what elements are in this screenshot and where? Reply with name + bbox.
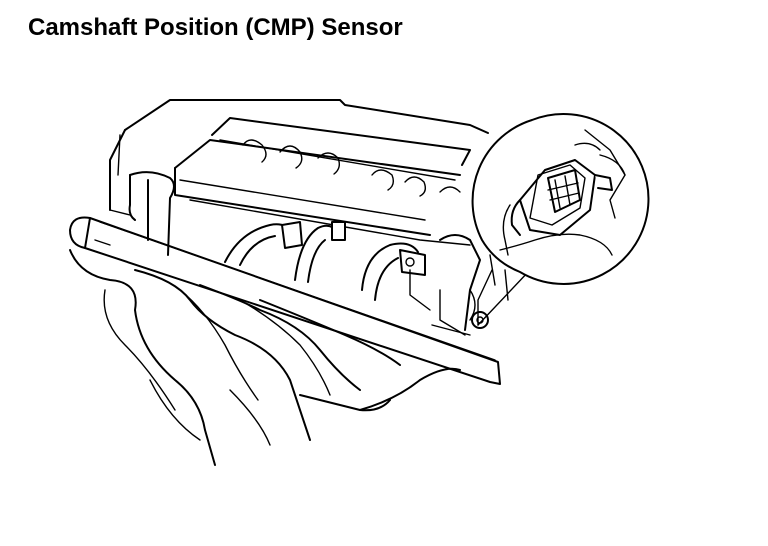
injector-hoses xyxy=(224,221,426,301)
fuel-rail xyxy=(69,216,501,385)
camshaft-journals xyxy=(242,139,461,197)
page-title: Camshaft Position (CMP) Sensor xyxy=(28,14,403,41)
head-right-side xyxy=(409,234,489,336)
cmp-sensor-callout xyxy=(471,112,650,326)
left-pipe xyxy=(109,171,175,256)
intake-manifold xyxy=(69,249,461,466)
